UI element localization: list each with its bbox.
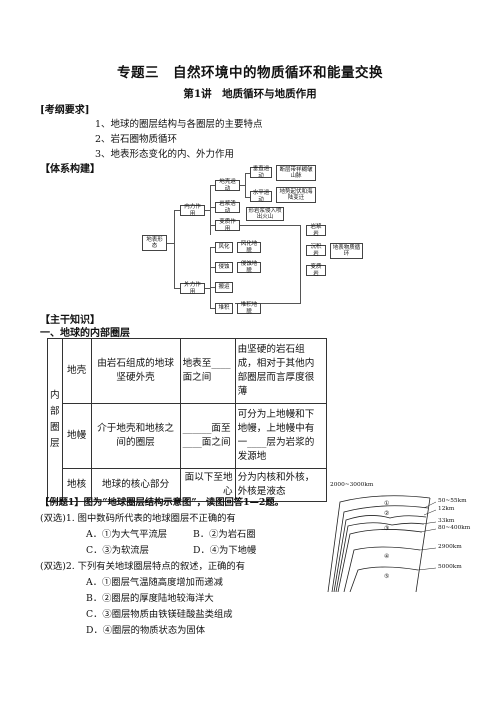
node-vertical: 垂直运动 <box>250 166 272 179</box>
fig-label-1: 50~55km <box>438 498 467 504</box>
tixi-heading: 【体系构建】 <box>40 164 100 175</box>
node-cycle: 地表物质循环 <box>330 243 363 259</box>
page-title: 专题三 自然环境中的物质循环和能量交换 <box>117 65 383 81</box>
table-row: 地核 地球的核心部分 面以下至地心 分为内核和外核，外核是液态 <box>48 468 327 502</box>
table-cell-name: 地核 <box>61 468 92 502</box>
fig-label-4: 80~400km <box>438 525 471 531</box>
table-cell-comp: 由岩石组成的地球坚硬外壳 <box>90 338 181 404</box>
node-inner: 内力作用 <box>180 204 205 217</box>
kaogang-item-2: 2、岩石圈物质循环 <box>95 134 178 145</box>
table-cell-name: 地幔 <box>61 403 92 469</box>
fig-num-3: ③ <box>384 526 390 532</box>
layers-table: 内部圈层 地壳 由岩石组成的地球坚硬外壳 地表至____面之间 由坚硬的岩石组成… <box>47 338 327 502</box>
node-erosion: 侵蚀 <box>215 262 233 273</box>
zhugan-subheading: 一、地球的内部圈层 <box>40 328 130 339</box>
kaogang-heading: [考纲要求] <box>40 105 90 116</box>
node-horizontal: 水平运动 <box>250 190 272 203</box>
node-meta: 变质作用 <box>215 219 240 232</box>
fig-label-2: 12km <box>438 506 455 512</box>
fig-num-1: ① <box>384 501 390 507</box>
node-weather: 风化 <box>215 242 233 253</box>
fig-num-5: ⑤ <box>384 574 390 580</box>
q1-option-c: C．③为软流层 <box>86 545 149 556</box>
table-cell-feat: 分为内核和外核，外核是液态 <box>234 468 327 502</box>
zhugan-heading: 【主干知识】 <box>40 315 100 326</box>
earth-layers-svg <box>327 495 437 593</box>
node-crust: 地壳运动 <box>215 179 240 192</box>
node-h-res: 地势起伏和海陆变迁 <box>276 187 316 203</box>
concept-diagram: 地表形态 内力作用 外力作用 地壳运动 垂直运动 水平运动 断层带祥糊皱山脉 地… <box>140 165 365 315</box>
kaogang-item-1: 1、地球的圈层结构与各圈层的主要特点 <box>95 119 263 130</box>
fig-label-6: 5000km <box>438 564 462 570</box>
fig-label-5: 2900km <box>438 544 462 550</box>
fig-num-4: ④ <box>384 554 390 560</box>
q2-option-a: A．①圈层气温随高度增加而递减 <box>86 577 223 588</box>
node-transport: 搬运 <box>215 282 233 293</box>
table-cell-name: 地壳 <box>61 338 92 404</box>
q2-option-b: B．②圈层的厚度陆地较海洋大 <box>86 593 214 604</box>
q1-option-a: A．①为大气平流层 <box>86 529 168 540</box>
node-erosion-res: 侵蚀地貌 <box>237 261 261 274</box>
table-cell-pos: ______面至____面之间 <box>179 403 236 469</box>
table-cell-feat: 由坚硬的岩石组成，相对于其他内部圈层而言厚度很薄 <box>234 338 327 404</box>
table-row: 地幔 介于地壳和地核之间的圈层 ______面至____面之间 可分为上地幔和下… <box>48 403 327 469</box>
table-cell-pos: 地表至____面之间 <box>179 338 236 404</box>
fig-num-2: ② <box>384 511 390 517</box>
question-1: (双选)1. 图中数码所代表的地球圈层不正确的有 <box>40 513 236 524</box>
question-2: (双选)2. 下列有关地球圈层特点的叙述，正确的有 <box>40 561 246 572</box>
node-deposit-res: 堆积地貌 <box>237 302 261 315</box>
q2-option-d: D．④圈层的物质状态为固体 <box>86 625 206 636</box>
node-magmatic-rock: 岩浆岩 <box>306 224 326 237</box>
q1-option-b: B．②为岩石圈 <box>193 529 256 540</box>
node-sed-rock: 沉积岩 <box>306 244 326 257</box>
node-meta-rock: 变质岩 <box>306 264 326 277</box>
example-intro: 【例题1】图为“地球圈层结构示意图”，读图回答1—2题。 <box>40 497 284 508</box>
kaogang-item-3: 3、地表形态变化的内、外力作用 <box>95 149 235 160</box>
table-cell-comp: 介于地壳和地核之间的圈层 <box>90 403 181 469</box>
node-magma: 岩浆活动 <box>215 201 240 214</box>
earth-layers-figure: 2000~3000km ① ② ③ ④ ⑤ 50~55km 12km 33km … <box>320 482 490 593</box>
node-weather-res: 风化地貌 <box>237 241 261 254</box>
node-v-res: 断层带祥糊皱山脉 <box>276 165 316 181</box>
node-magma-res: 形岩浆侵入喷出火山 <box>246 207 284 221</box>
q2-option-c: C．③圈层物质由铁镁硅酸盐类组成 <box>86 609 233 620</box>
node-outer: 外力作用 <box>180 282 205 295</box>
fig-label-3: 33km <box>438 518 455 524</box>
q1-option-d: D．④为下地幔 <box>193 545 257 556</box>
fig-top-label: 2000~3000km <box>330 482 374 488</box>
table-row: 内部圈层 地壳 由岩石组成的地球坚硬外壳 地表至____面之间 由坚硬的岩石组成… <box>47 338 327 502</box>
node-deposit: 堆积 <box>215 303 233 314</box>
lesson-subtitle: 第1讲 地质循环与地质作用 <box>183 88 317 100</box>
table-group: 内部圈层 <box>47 338 63 502</box>
node-root: 地表形态 <box>142 235 167 251</box>
table-cell-feat: 可分为上地幔和下地幔，上地幔中有一____层为岩浆的发源地 <box>234 403 327 469</box>
